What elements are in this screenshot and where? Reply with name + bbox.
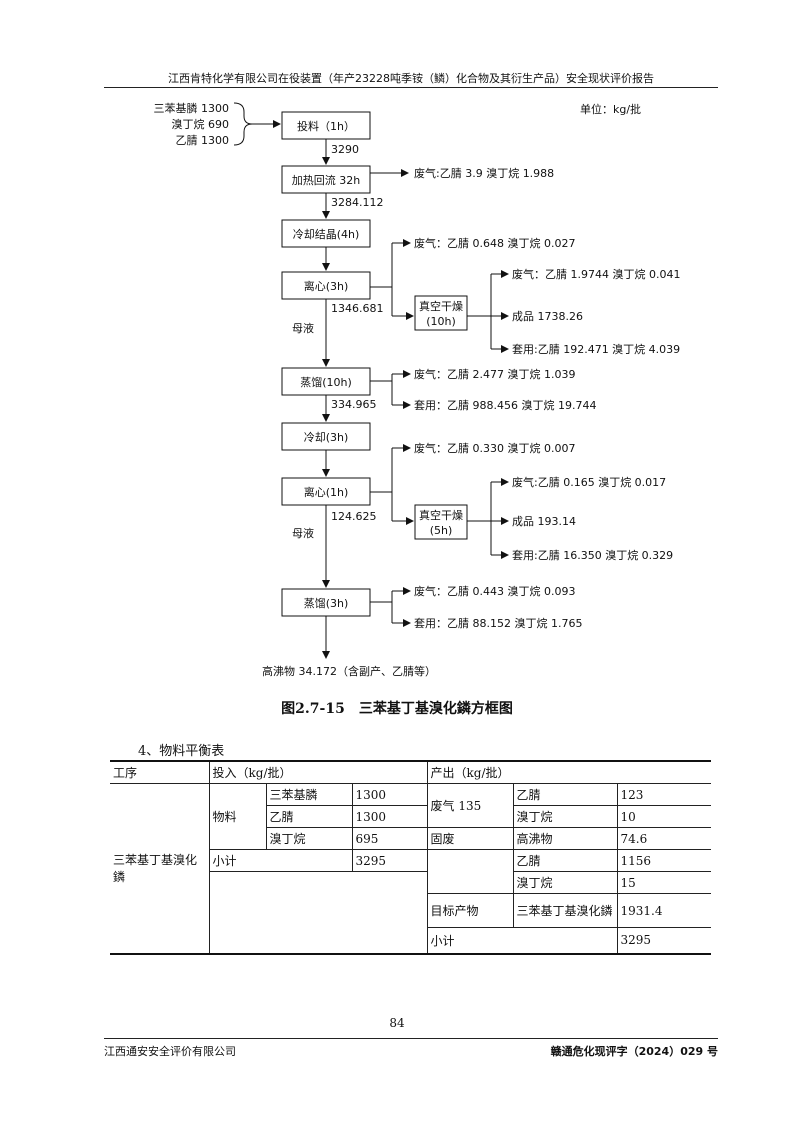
label-dist1: 蒸馏(10h)	[300, 375, 352, 389]
cell-out4-val: 1156	[616, 849, 711, 872]
cell-out6-name: 三苯基丁基溴化鏻	[512, 893, 618, 928]
mother-liquor-2: 母液	[292, 526, 314, 540]
label-feed: 投料（1h）	[297, 119, 355, 133]
table-row: 目标产物 三苯基丁基溴化鏻 1931.4	[110, 893, 711, 928]
input-label-2: 溴丁烷 690	[172, 117, 230, 131]
flow-qty-5: 124.625	[331, 510, 377, 523]
cell-process: 三苯基丁基溴化鏻	[110, 783, 210, 954]
unit-label: 单位：kg/批	[580, 102, 641, 116]
cell-blank	[209, 871, 428, 954]
table-row: 小计 3295	[110, 927, 711, 954]
out-vac1-reuse: 套用:乙腈 192.471 溴丁烷 4.039	[512, 342, 680, 356]
material-balance-table: 工序 投入（kg/批） 产出（kg/批） 三苯基丁基溴化鏻 物料 三苯基膦 13…	[110, 760, 711, 955]
cell-recovered	[426, 849, 514, 894]
cell-out1-name: 乙腈	[512, 783, 618, 806]
out-reflux-gas: 废气:乙腈 3.9 溴丁烷 1.988	[414, 166, 554, 180]
input-label-3: 乙腈 1300	[176, 134, 230, 147]
cell-out2-name: 溴丁烷	[512, 805, 618, 828]
page-header: 江西肯特化学有限公司在役装置（年产23228吨季铵（鳞）化合物及其衍生产品）安全…	[168, 72, 654, 85]
cell-in1-val: 1300	[351, 783, 428, 806]
table-header-output: 产出（kg/批）	[426, 760, 711, 784]
cell-subtotal-out-val: 3295	[616, 927, 711, 954]
cell-out4-name: 乙腈	[512, 849, 618, 872]
cell-out1-val: 123	[616, 783, 711, 806]
figure-caption: 图2.7-15 三苯基丁基溴化鏻方框图	[281, 701, 513, 717]
cell-in2-val: 1300	[351, 805, 428, 828]
section-title: 4、物料平衡表	[138, 744, 225, 759]
out-vac2-prod: 成品 193.14	[512, 515, 576, 528]
cell-out3-name: 高沸物	[512, 827, 618, 850]
box-vac2	[414, 504, 468, 540]
cell-in3-name: 溴丁烷	[266, 827, 353, 850]
cell-target-label: 目标产物	[427, 893, 514, 928]
flow-qty-4: 334.965	[331, 398, 377, 411]
flow-qty-3: 1346.681	[331, 302, 384, 315]
footer-doc-number: 赣通危化现评字（2024）029 号	[550, 1045, 718, 1058]
out-dist1-reuse: 套用：乙腈 988.456 溴丁烷 19.744	[414, 398, 596, 412]
out-dist1-gas: 废气：乙腈 2.477 溴丁烷 1.039	[414, 367, 575, 381]
label-cool2: 冷却(3h)	[304, 431, 349, 444]
cell-subtotal-in-label: 小计	[209, 849, 353, 872]
label-cent1: 离心(3h)	[304, 279, 349, 293]
table-row: 小计 3295 乙腈 1156	[110, 849, 711, 894]
out-vac1-prod: 成品 1738.26	[512, 310, 583, 323]
label-vac2-l1: 真空干燥	[419, 508, 463, 522]
cell-out6-val: 1931.4	[616, 893, 711, 928]
cell-in2-name: 乙腈	[266, 805, 353, 828]
cell-material: 物料	[208, 783, 267, 850]
box-vac1	[414, 295, 468, 331]
table-row: 三苯基丁基溴化鏻 物料 三苯基膦 1300 废气 135 乙腈 123	[110, 783, 711, 954]
table-header-process: 工序	[110, 760, 210, 784]
out-vac1-gas: 废气：乙腈 1.9744 溴丁烷 0.041	[512, 267, 680, 281]
label-vac1-l2: (10h)	[426, 315, 456, 328]
out-cent1-gas: 废气：乙腈 0.648 溴丁烷 0.027	[414, 236, 575, 250]
out-cent2-gas: 废气：乙腈 0.330 溴丁烷 0.007	[414, 441, 575, 455]
label-reflux: 加热回流 32h	[292, 173, 360, 187]
cell-gas-label: 废气 135	[426, 783, 514, 828]
cell-subtotal-in-val: 3295	[351, 849, 428, 872]
out-dist2-reuse: 套用：乙腈 88.152 溴丁烷 1.765	[414, 616, 582, 630]
table-header-input: 投入（kg/批）	[208, 760, 428, 784]
mother-liquor-1: 母液	[292, 321, 314, 335]
footer-rule	[104, 1038, 718, 1039]
page-number: 84	[389, 1016, 405, 1030]
cell-subtotal-out-label: 小计	[427, 927, 618, 954]
out-dist2-gas: 废气：乙腈 0.443 溴丁烷 0.093	[414, 584, 575, 598]
process-flow-diagram: 三苯基膦 1300 溴丁烷 690 乙腈 1300 单位：kg/批 投料（1h）…	[154, 101, 681, 678]
label-dist2: 蒸馏(3h)	[304, 596, 349, 610]
header-rule	[104, 87, 718, 88]
label-vac1-l1: 真空干燥	[419, 299, 463, 313]
cell-in1-name: 三苯基膦	[265, 783, 353, 806]
out-vac2-gas: 废气:乙腈 0.165 溴丁烷 0.017	[512, 475, 666, 489]
cell-solid-label: 固废	[426, 827, 514, 850]
label-cool1: 冷却结晶(4h)	[293, 228, 360, 241]
cell-out5-name: 溴丁烷	[512, 871, 618, 894]
out-residue: 高沸物 34.172（含副产、乙腈等）	[262, 664, 436, 678]
cell-in3-val: 695	[351, 827, 428, 850]
cell-out3-val: 74.6	[616, 827, 711, 850]
flow-qty-2: 3284.112	[331, 196, 384, 209]
out-vac2-reuse: 套用:乙腈 16.350 溴丁烷 0.329	[512, 548, 673, 562]
footer-company: 江西通安安全评价有限公司	[104, 1045, 236, 1058]
input-label-1: 三苯基膦 1300	[154, 101, 230, 115]
table-row: 工序 投入（kg/批） 产出（kg/批）	[110, 760, 711, 784]
flow-qty-1: 3290	[331, 143, 359, 156]
label-cent2: 离心(1h)	[304, 485, 349, 499]
cell-out2-val: 10	[616, 805, 711, 828]
label-vac2-l2: (5h)	[430, 524, 453, 537]
input-bracket	[233, 102, 253, 146]
cell-out5-val: 15	[616, 871, 711, 894]
